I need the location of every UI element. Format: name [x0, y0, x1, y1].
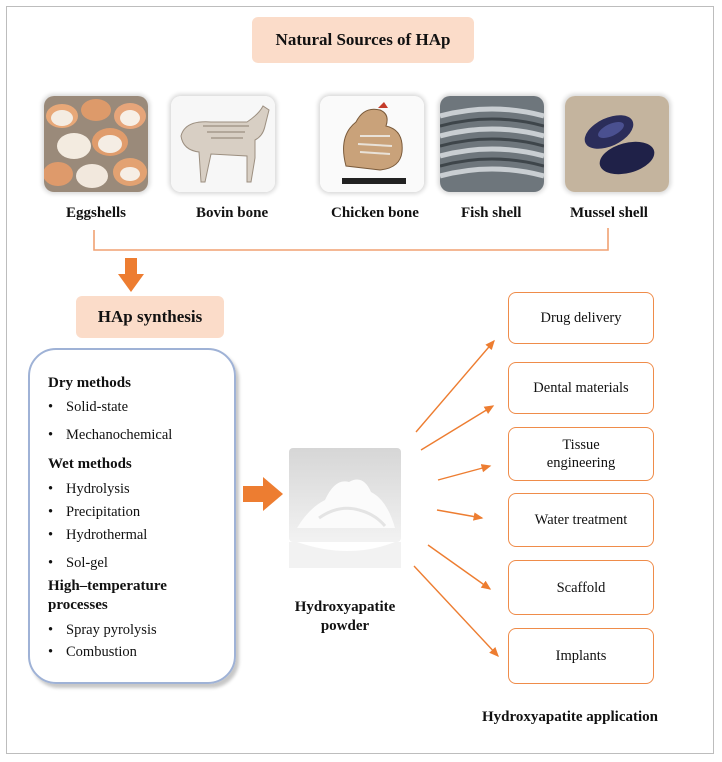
figure-frame — [6, 6, 714, 754]
application-tissue-engineering: Tissue engineering — [508, 427, 654, 481]
source-label-mussel-shell: Mussel shell — [570, 205, 648, 221]
arrow-down-icon — [118, 258, 144, 292]
high-temperature-heading: High–temperature — [48, 578, 167, 594]
chicken-bone-image — [320, 96, 424, 192]
bovine-bone-image — [171, 96, 275, 192]
method-item: •Precipitation — [48, 504, 141, 520]
mussel-shell-image — [565, 96, 669, 192]
application-scaffold: Scaffold — [508, 560, 654, 615]
source-label-bovine-bone: Bovin bone — [196, 205, 269, 221]
application-dental-materials: Dental materials — [508, 362, 654, 414]
hydroxyapatite-powder-label: Hydroxyapatite powder — [294, 599, 396, 634]
application-implants: Implants — [508, 628, 654, 684]
method-item: •Combustion — [48, 644, 137, 660]
high-temperature-heading-line2: processes — [48, 597, 108, 613]
method-item: •Solid-state — [48, 399, 129, 415]
hydroxyapatite-powder-image — [289, 448, 401, 542]
fish-shell-image — [440, 96, 544, 192]
dry-methods-heading: Dry methods — [48, 375, 131, 391]
source-label-fish-shell: Fish shell — [461, 205, 522, 221]
method-item: •Hydrolysis — [48, 481, 130, 497]
natural-sources-title: Natural Sources of HAp — [252, 17, 474, 63]
synthesis-methods-box — [28, 348, 236, 684]
powder-reflection — [289, 542, 401, 568]
method-item: •Spray pyrolysis — [48, 622, 157, 638]
eggshells-image — [44, 96, 148, 192]
hydroxyapatite-application-title: Hydroxyapatite application — [482, 709, 658, 725]
source-label-eggshells: Eggshells — [66, 205, 127, 221]
source-label-chicken-bone: Chicken bone — [331, 205, 419, 221]
application-drug-delivery: Drug delivery — [508, 292, 654, 344]
method-item: •Mechanochemical — [48, 427, 173, 443]
hap-synthesis-title: HAp synthesis — [76, 296, 224, 338]
arrow-right-icon — [243, 477, 283, 511]
method-item: •Sol-gel — [48, 555, 108, 571]
application-water-treatment: Water treatment — [508, 493, 654, 547]
wet-methods-heading: Wet methods — [48, 456, 132, 472]
method-item: •Hydrothermal — [48, 527, 148, 543]
